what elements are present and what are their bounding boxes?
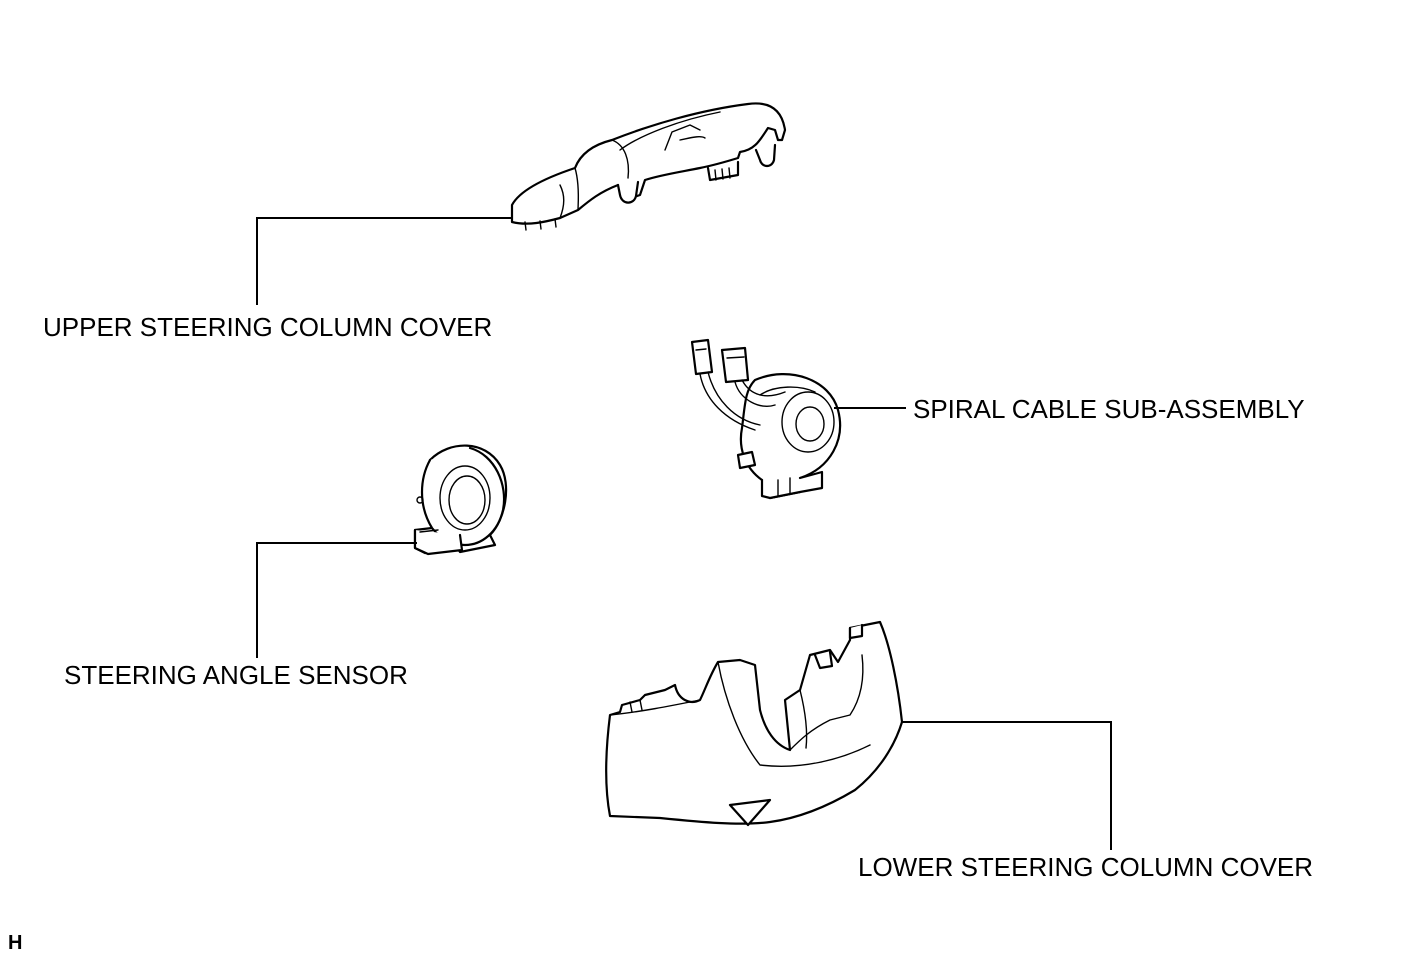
label-steering-angle-sensor: STEERING ANGLE SENSOR <box>64 660 408 690</box>
spiral-cable-drawing <box>690 338 842 500</box>
label-upper-steering-column-cover: UPPER STEERING COLUMN COVER <box>43 312 493 342</box>
leader-angle-sensor <box>256 542 417 658</box>
leader-upper-cover <box>256 217 511 305</box>
lower-column-cover-drawing <box>605 620 904 827</box>
upper-column-cover-drawing <box>510 102 787 231</box>
label-lower-steering-column-cover: LOWER STEERING COLUMN COVER <box>858 852 1314 882</box>
corner-code: H <box>8 932 23 954</box>
steering-angle-sensor-drawing <box>413 444 508 556</box>
label-spiral-cable-sub-assembly: SPIRAL CABLE SUB-ASSEMBLY <box>913 394 1305 424</box>
leader-lower-cover <box>902 721 1112 850</box>
